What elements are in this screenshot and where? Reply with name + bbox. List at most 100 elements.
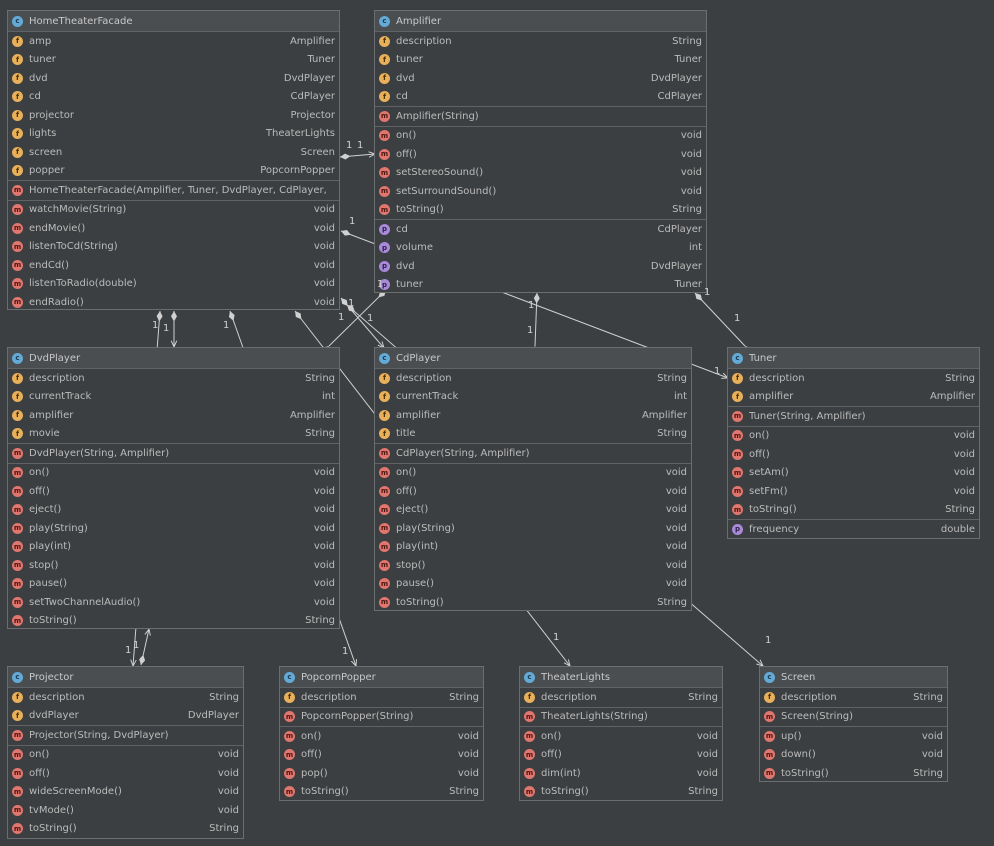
field-row[interactable]: ftitleString — [375, 425, 691, 444]
method-row[interactable]: mplay(String)void — [8, 519, 339, 538]
field-row[interactable]: fdvdPlayerDvdPlayer — [8, 707, 243, 726]
method-row[interactable]: mendRadio()void — [8, 293, 339, 312]
class-header[interactable]: cScreen — [760, 667, 947, 688]
method-row[interactable]: moff()void — [8, 482, 339, 501]
field-row[interactable]: famplifierAmplifier — [375, 406, 691, 425]
class-dvd-player[interactable]: cDvdPlayerfdescriptionStringfcurrentTrac… — [7, 347, 340, 629]
method-row[interactable]: mon()void — [375, 464, 691, 483]
constructor-row[interactable]: mTheaterLights(String) — [520, 708, 722, 727]
class-header[interactable]: cTheaterLights — [520, 667, 722, 688]
field-row[interactable]: fmovieString — [8, 425, 339, 444]
constructor-row[interactable]: mCdPlayer(String, Amplifier) — [375, 444, 691, 463]
class-header[interactable]: cAmplifier — [375, 11, 706, 32]
property-row[interactable]: pfrequencydouble — [728, 520, 979, 539]
field-row[interactable]: fdescriptionString — [375, 32, 706, 51]
field-row[interactable]: fdescriptionString — [8, 688, 243, 707]
method-row[interactable]: mlistenToCd(String)void — [8, 238, 339, 257]
property-row[interactable]: pcdCdPlayer — [375, 220, 706, 239]
method-row[interactable]: moff()void — [280, 746, 483, 765]
method-row[interactable]: moff()void — [8, 764, 243, 783]
method-row[interactable]: mon()void — [728, 427, 979, 446]
field-row[interactable]: fdescriptionString — [8, 369, 339, 388]
method-row[interactable]: moff()void — [375, 482, 691, 501]
property-row[interactable]: pdvdDvdPlayer — [375, 257, 706, 276]
method-row[interactable]: meject()void — [8, 501, 339, 520]
method-row[interactable]: mpause()void — [8, 575, 339, 594]
class-header[interactable]: cCdPlayer — [375, 348, 691, 369]
field-row[interactable]: fpopperPopcornPopper — [8, 162, 339, 181]
class-cd-player[interactable]: cCdPlayerfdescriptionStringfcurrentTrack… — [374, 347, 692, 611]
method-row[interactable]: mdim(int)void — [520, 764, 722, 783]
constructor-row[interactable]: mDvdPlayer(String, Amplifier) — [8, 444, 339, 463]
method-row[interactable]: mup()void — [760, 727, 947, 746]
field-row[interactable]: fdescriptionString — [280, 688, 483, 707]
method-row[interactable]: mplay(int)void — [375, 538, 691, 557]
field-row[interactable]: fdescriptionString — [520, 688, 722, 707]
method-row[interactable]: moff()void — [520, 746, 722, 765]
constructor-row[interactable]: mProjector(String, DvdPlayer) — [8, 726, 243, 745]
field-row[interactable]: fampAmplifier — [8, 32, 339, 51]
constructor-row[interactable]: mHomeTheaterFacade(Amplifier, Tuner, Dvd… — [8, 181, 339, 200]
method-row[interactable]: moff()void — [375, 145, 706, 164]
method-row[interactable]: mtoString()String — [760, 764, 947, 783]
field-row[interactable]: flightsTheaterLights — [8, 125, 339, 144]
method-row[interactable]: msetStereoSound()void — [375, 164, 706, 183]
property-row[interactable]: pvolumeint — [375, 239, 706, 258]
method-row[interactable]: mlistenToRadio(double)void — [8, 275, 339, 294]
field-row[interactable]: fdescriptionString — [375, 369, 691, 388]
class-header[interactable]: cProjector — [8, 667, 243, 688]
class-amplifier[interactable]: cAmplifierfdescriptionStringftunerTunerf… — [374, 10, 707, 293]
method-row[interactable]: mpause()void — [375, 575, 691, 594]
field-row[interactable]: fdvdDvdPlayer — [375, 69, 706, 88]
method-row[interactable]: mtoString()String — [520, 783, 722, 802]
field-row[interactable]: fdescriptionString — [728, 369, 979, 388]
method-row[interactable]: mtoString()String — [375, 201, 706, 220]
method-row[interactable]: mstop()void — [8, 556, 339, 575]
method-row[interactable]: mpop()void — [280, 764, 483, 783]
method-row[interactable]: mon()void — [8, 464, 339, 483]
field-row[interactable]: fcdCdPlayer — [8, 88, 339, 107]
field-row[interactable]: fscreenScreen — [8, 143, 339, 162]
method-row[interactable]: msetAm()void — [728, 464, 979, 483]
field-row[interactable]: fdvdDvdPlayer — [8, 69, 339, 88]
field-row[interactable]: ftunerTuner — [8, 51, 339, 70]
class-header[interactable]: cHomeTheaterFacade — [8, 11, 339, 32]
method-row[interactable]: mwideScreenMode()void — [8, 783, 243, 802]
field-row[interactable]: fcdCdPlayer — [375, 88, 706, 107]
method-row[interactable]: mtoString()String — [728, 501, 979, 520]
method-row[interactable]: mon()void — [520, 727, 722, 746]
field-row[interactable]: fdescriptionString — [760, 688, 947, 707]
class-popcorn-popper[interactable]: cPopcornPopperfdescriptionStringmPopcorn… — [279, 666, 484, 801]
class-header[interactable]: cDvdPlayer — [8, 348, 339, 369]
method-row[interactable]: meject()void — [375, 501, 691, 520]
method-row[interactable]: mtoString()String — [375, 593, 691, 612]
method-row[interactable]: mon()void — [280, 727, 483, 746]
class-screen[interactable]: cScreenfdescriptionStringmScreen(String)… — [759, 666, 948, 782]
method-row[interactable]: msetTwoChannelAudio()void — [8, 593, 339, 612]
method-row[interactable]: mplay(int)void — [8, 538, 339, 557]
method-row[interactable]: mplay(String)void — [375, 519, 691, 538]
class-header[interactable]: cPopcornPopper — [280, 667, 483, 688]
method-row[interactable]: msetFm()void — [728, 482, 979, 501]
method-row[interactable]: mdown()void — [760, 746, 947, 765]
method-row[interactable]: mwatchMovie(String)void — [8, 201, 339, 220]
method-row[interactable]: mstop()void — [375, 556, 691, 575]
constructor-row[interactable]: mAmplifier(String) — [375, 107, 706, 126]
constructor-row[interactable]: mScreen(String) — [760, 708, 947, 727]
constructor-row[interactable]: mTuner(String, Amplifier) — [728, 407, 979, 426]
method-row[interactable]: mtvMode()void — [8, 801, 243, 820]
class-projector[interactable]: cProjectorfdescriptionStringfdvdPlayerDv… — [7, 666, 244, 839]
class-theater-lights[interactable]: cTheaterLightsfdescriptionStringmTheater… — [519, 666, 723, 801]
field-row[interactable]: famplifierAmplifier — [8, 406, 339, 425]
class-header[interactable]: cTuner — [728, 348, 979, 369]
method-row[interactable]: msetSurroundSound()void — [375, 182, 706, 201]
method-row[interactable]: mon()void — [8, 746, 243, 765]
class-tuner[interactable]: cTunerfdescriptionStringfamplifierAmplif… — [727, 347, 980, 539]
method-row[interactable]: mtoString()String — [8, 820, 243, 839]
field-row[interactable]: fprojectorProjector — [8, 106, 339, 125]
field-row[interactable]: fcurrentTrackint — [8, 388, 339, 407]
property-row[interactable]: ptunerTuner — [375, 276, 706, 295]
method-row[interactable]: mtoString()String — [280, 783, 483, 802]
field-row[interactable]: ftunerTuner — [375, 51, 706, 70]
field-row[interactable]: famplifierAmplifier — [728, 388, 979, 407]
